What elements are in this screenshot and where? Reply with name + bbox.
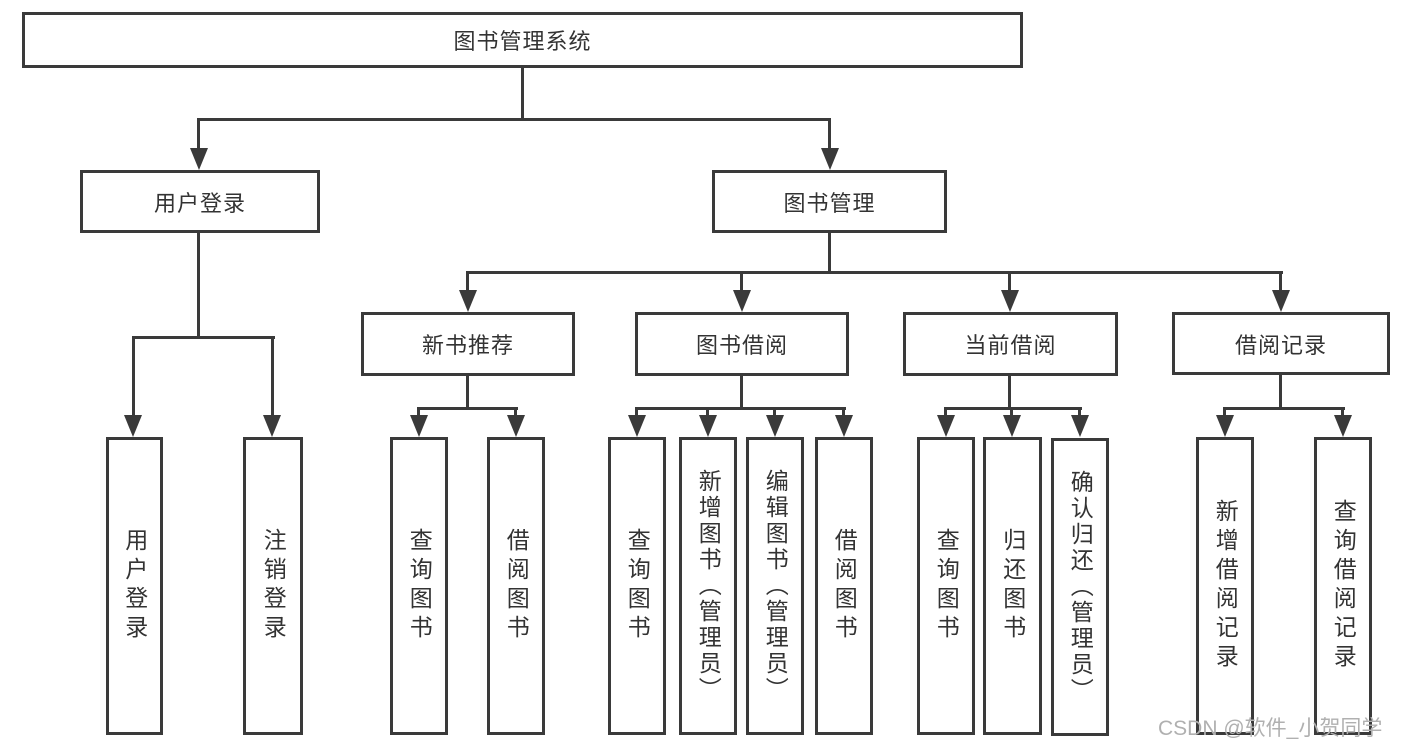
connector-arrow-down [124, 415, 142, 437]
connector-arrow-down [1001, 290, 1019, 312]
connector-hline [944, 407, 1082, 410]
leaf-edit-book-admin: 编辑图书（管理员） [746, 437, 804, 735]
connector-hline [417, 407, 518, 410]
connector-vline [466, 271, 469, 292]
connector-vline [466, 376, 469, 409]
leaf-label: 新增图书（管理员） [695, 469, 722, 703]
leaf-label: 查询图书 [933, 528, 960, 644]
leaf-borrow-books-recommend: 借阅图书 [487, 437, 545, 735]
node-borrowing-records: 借阅记录 [1172, 312, 1390, 375]
connector-hline [197, 118, 831, 121]
leaf-label: 借阅图书 [831, 528, 858, 644]
connector-vline [1008, 376, 1011, 409]
leaf-add-borrow-record: 新增借阅记录 [1196, 437, 1254, 735]
connector-vline [773, 407, 776, 419]
connector-vline [1279, 271, 1282, 292]
connector-vline [828, 118, 831, 150]
leaf-label: 查询图书 [624, 528, 651, 644]
connector-vline [132, 336, 135, 417]
connector-arrow-down [1216, 415, 1234, 437]
connector-vline [944, 407, 947, 419]
node-current-borrowing: 当前借阅 [903, 312, 1118, 376]
connector-hline [1223, 407, 1345, 410]
connector-vline [1078, 407, 1081, 419]
leaf-label: 借阅图书 [503, 528, 530, 644]
connector-arrow-down [835, 415, 853, 437]
connector-arrow-down [937, 415, 955, 437]
node-book-borrowing: 图书借阅 [635, 312, 849, 376]
leaf-label: 编辑图书（管理员） [762, 469, 789, 703]
connector-arrow-down [733, 290, 751, 312]
leaf-return-book: 归还图书 [983, 437, 1042, 735]
connector-arrow-down [1003, 415, 1021, 437]
connector-vline [271, 336, 274, 417]
connector-vline [740, 271, 743, 292]
csdn-watermark: CSDN @软件_小贺同学 [1158, 717, 1383, 740]
connector-vline [514, 407, 517, 419]
node-book-management: 图书管理 [712, 170, 947, 233]
connector-hline [635, 407, 846, 410]
connector-arrow-down [507, 415, 525, 437]
leaf-label: 查询图书 [406, 528, 433, 644]
leaf-label: 确认归还（管理员） [1067, 470, 1094, 704]
leaf-user-login: 用户登录 [106, 437, 163, 735]
connector-vline [706, 407, 709, 419]
node-library-system: 图书管理系统 [22, 12, 1023, 68]
leaf-label: 查询借阅记录 [1330, 499, 1357, 673]
connector-vline [1341, 407, 1344, 419]
leaf-query-borrow-record: 查询借阅记录 [1314, 437, 1372, 735]
connector-arrow-down [1334, 415, 1352, 437]
connector-vline [1223, 407, 1226, 419]
connector-arrow-down [459, 290, 477, 312]
connector-arrow-down [699, 415, 717, 437]
leaf-query-books-borrowing: 查询图书 [608, 437, 666, 735]
connector-arrow-down [1272, 290, 1290, 312]
node-new-book-recommend: 新书推荐 [361, 312, 575, 376]
leaf-confirm-return-admin: 确认归还（管理员） [1051, 438, 1109, 736]
leaf-label: 归还图书 [999, 528, 1026, 644]
leaf-borrow-books-borrowing: 借阅图书 [815, 437, 873, 735]
connector-arrow-down [628, 415, 646, 437]
connector-hline [132, 336, 275, 339]
connector-vline [635, 407, 638, 419]
leaf-query-books-recommend: 查询图书 [390, 437, 448, 735]
connector-arrow-down [410, 415, 428, 437]
connector-vline [1279, 375, 1282, 409]
connector-arrow-down [190, 148, 208, 170]
connector-vline [417, 407, 420, 419]
leaf-label: 用户登录 [121, 528, 148, 644]
leaf-query-books-current: 查询图书 [917, 437, 975, 735]
connector-vline [1008, 271, 1011, 292]
connector-arrow-down [821, 148, 839, 170]
connector-vline [521, 68, 524, 118]
connector-vline [828, 233, 831, 274]
connector-arrow-down [263, 415, 281, 437]
connector-vline [1010, 407, 1013, 419]
leaf-label: 新增借阅记录 [1212, 499, 1239, 673]
connector-vline [842, 407, 845, 419]
node-user-login: 用户登录 [80, 170, 320, 233]
connector-arrow-down [1071, 415, 1089, 437]
leaf-logout: 注销登录 [243, 437, 303, 735]
connector-arrow-down [766, 415, 784, 437]
connector-vline [740, 376, 743, 409]
leaf-label: 注销登录 [260, 528, 287, 644]
connector-hline [466, 271, 1283, 274]
connector-vline [197, 233, 200, 339]
connector-vline [197, 118, 200, 150]
leaf-add-book-admin: 新增图书（管理员） [679, 437, 737, 735]
